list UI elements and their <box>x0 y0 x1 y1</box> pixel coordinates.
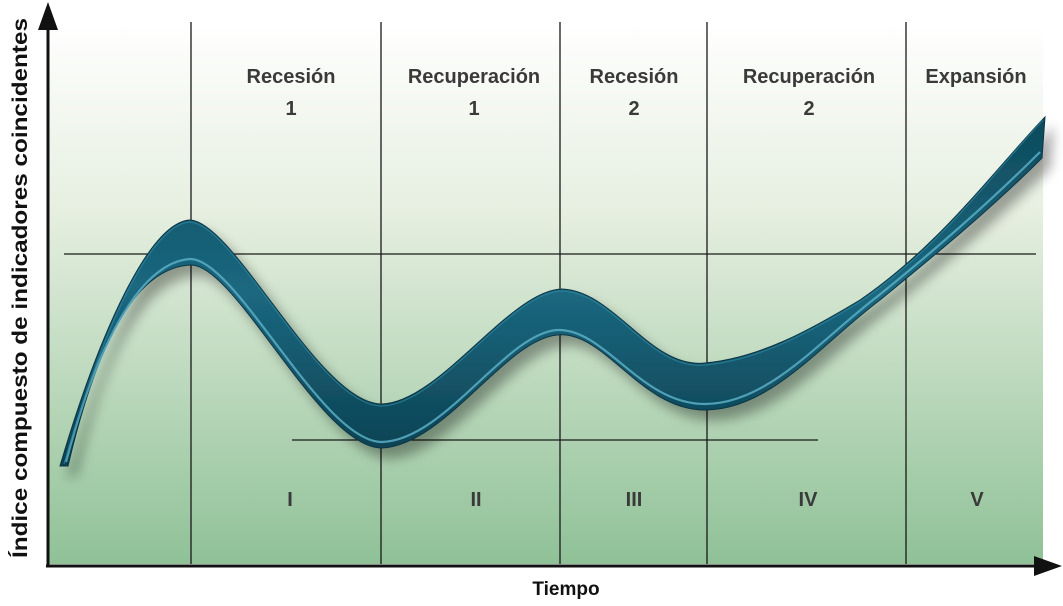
numeral-iii: III <box>626 489 643 511</box>
phase-4-title: Recuperación <box>743 66 875 88</box>
phase-numerals: I II III IV V <box>287 489 984 511</box>
x-axis-arrow-icon <box>1034 556 1062 576</box>
cycle-curve <box>59 115 1046 467</box>
numeral-iv: IV <box>799 489 819 511</box>
phase-5-title: Expansión <box>925 66 1026 88</box>
phase-2-title: Recuperación <box>408 66 540 88</box>
phase-labels: Recesión 1 Recuperación 1 Recesión 2 Rec… <box>247 66 1027 120</box>
x-axis-title: Tiempo <box>532 579 599 600</box>
phase-1-title: Recesión <box>247 66 336 88</box>
numeral-i: I <box>287 489 293 511</box>
phase-3-number: 2 <box>628 98 639 120</box>
numeral-ii: II <box>470 489 481 511</box>
phase-4-number: 2 <box>803 98 814 120</box>
curve-top-sheen <box>63 119 1044 465</box>
y-axis-title: Índice compuesto de indicadores coincide… <box>9 18 32 558</box>
curve-highlight <box>64 151 1041 463</box>
axes <box>38 2 1062 576</box>
phase-3-title: Recesión <box>590 66 679 88</box>
phase-1-number: 1 <box>285 98 296 120</box>
y-axis-arrow-icon <box>38 2 58 30</box>
phase-2-number: 1 <box>468 98 479 120</box>
numeral-v: V <box>970 489 984 511</box>
curve-ribbon <box>59 115 1046 467</box>
